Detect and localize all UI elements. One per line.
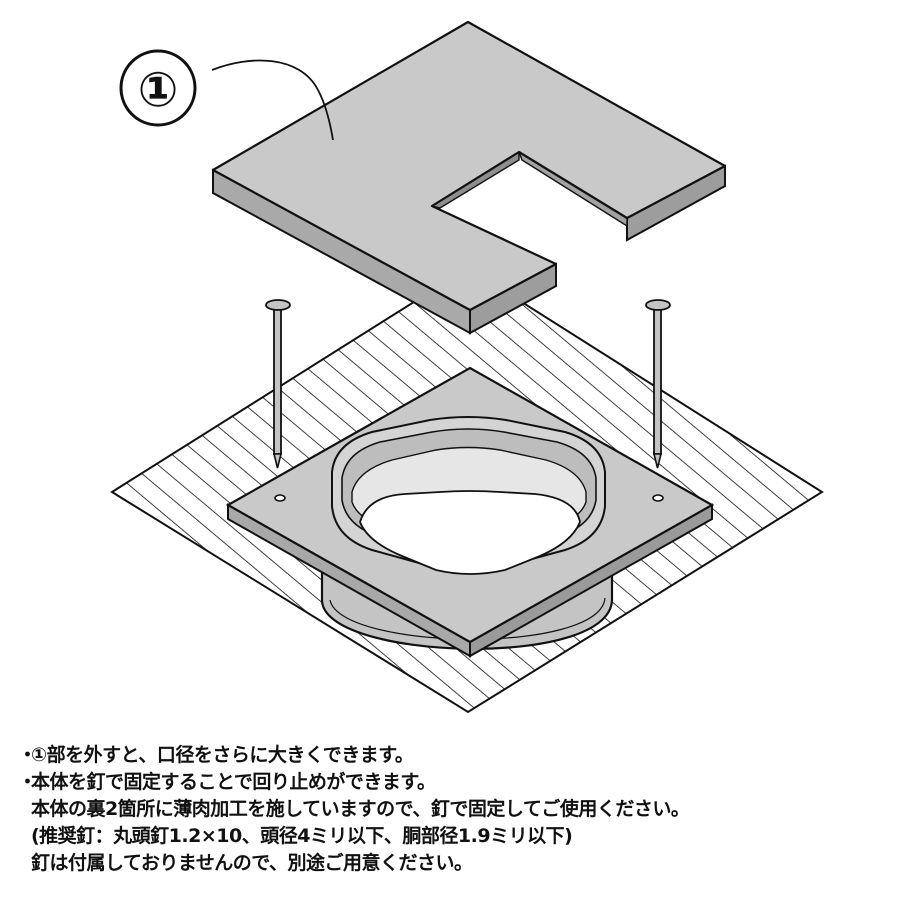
note-4-text: (推奨釘：丸頭釘1.2×10、頭径4ミリ以下、胴部径1.9ミリ以下) bbox=[31, 825, 573, 847]
note-2: ・本体を釘で固定することで回り止めができます。 bbox=[18, 769, 908, 796]
callout-label: ① bbox=[138, 62, 179, 118]
note-5-text: 釘は付属しておりませんので、別途ご用意ください。 bbox=[31, 852, 473, 874]
note-4: (推奨釘：丸頭釘1.2×10、頭径4ミリ以下、胴部径1.9ミリ以下) bbox=[18, 823, 908, 850]
removable-part bbox=[211, 20, 727, 335]
note-3: 本体の裏2箇所に薄肉加工を施していますので、釘で固定してご使用ください。 bbox=[18, 796, 908, 823]
note-3-text: 本体の裏2箇所に薄肉加工を施していますので、釘で固定してご使用ください。 bbox=[31, 798, 690, 820]
note-bullet: ・ bbox=[18, 744, 37, 766]
note-1-text: ①部を外すと、口径をさらに大きくできます。 bbox=[31, 744, 414, 766]
note-bullet: ・ bbox=[18, 771, 37, 793]
note-2-text: 本体を釘で固定することで回り止めができます。 bbox=[31, 771, 436, 793]
base-plate bbox=[225, 366, 715, 658]
drain-fitting-illustration: ① bbox=[110, 20, 824, 714]
note-5: 釘は付属しておりませんので、別途ご用意ください。 bbox=[18, 850, 908, 877]
nail-left bbox=[265, 299, 291, 469]
note-1: ・①部を外すと、口径をさらに大きくできます。 bbox=[18, 742, 908, 769]
nail-right bbox=[645, 299, 671, 469]
notes-block: ・①部を外すと、口径をさらに大きくできます。 ・本体を釘で固定することで回り止め… bbox=[18, 742, 908, 877]
callout-marker bbox=[119, 49, 334, 141]
